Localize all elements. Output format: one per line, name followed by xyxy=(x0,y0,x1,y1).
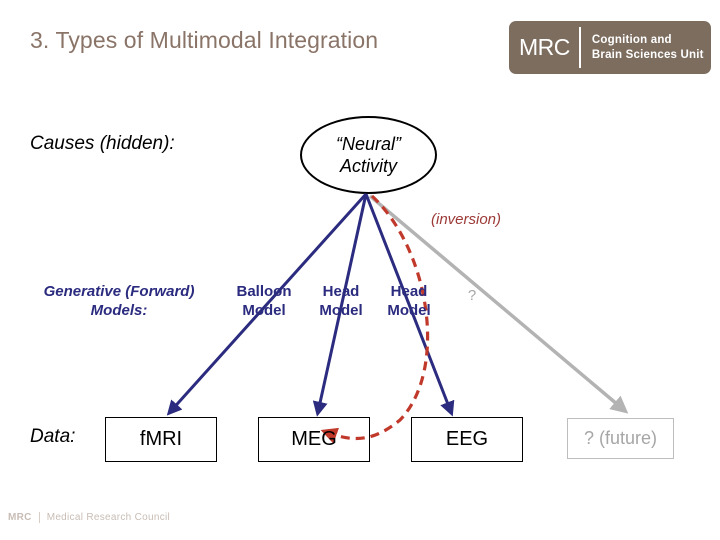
model-head-2-line2: Model xyxy=(387,302,431,319)
mrc-logo-wordmark: MRC xyxy=(519,34,570,60)
mrc-logo-subtitle-line1: Cognition and xyxy=(591,33,672,46)
inversion-annotation: (inversion) xyxy=(431,211,502,228)
row-label-generative-models: Generative (Forward) Models: xyxy=(43,283,195,319)
footer: MRC Medical Research Council xyxy=(8,512,170,523)
model-head-1-line2: Model xyxy=(319,302,363,319)
model-label-head-2: Head Model xyxy=(375,282,443,320)
model-head-1-line1: Head xyxy=(322,283,360,300)
page-title: 3. Types of Multimodal Integration xyxy=(30,27,379,53)
row-label-data: Data: xyxy=(30,426,76,447)
neural-activity-line1: “Neural” xyxy=(335,134,401,154)
data-box-fmri: fMRI xyxy=(105,417,217,462)
data-box-eeg: EEG xyxy=(411,417,523,462)
row-label-causes: Causes (hidden): xyxy=(30,133,175,154)
footer-text: Medical Research Council xyxy=(46,512,171,523)
neural-activity-node: “Neural” Activity xyxy=(300,116,437,194)
logo-divider xyxy=(578,27,581,68)
mrc-logo-subtitle: Cognition and Brain Sciences Unit xyxy=(581,33,704,63)
footer-mrc-mark: MRC xyxy=(8,512,32,523)
data-box-future: ? (future) xyxy=(567,418,674,459)
mrc-logo: MRC Cognition and Brain Sciences Unit xyxy=(509,21,711,74)
model-balloon-line1: Balloon xyxy=(236,283,292,300)
model-head-2-line1: Head xyxy=(390,283,428,300)
data-box-meg: MEG xyxy=(258,417,370,462)
neural-activity-line2: Activity xyxy=(339,156,397,176)
model-label-head-1: Head Model xyxy=(307,282,375,320)
model-label-unknown: ? xyxy=(467,287,477,304)
model-label-balloon: Balloon Model xyxy=(222,282,306,320)
model-balloon-line2: Model xyxy=(242,302,286,319)
mrc-logo-subtitle-line2: Brain Sciences Unit xyxy=(591,48,704,61)
footer-divider xyxy=(38,512,40,523)
